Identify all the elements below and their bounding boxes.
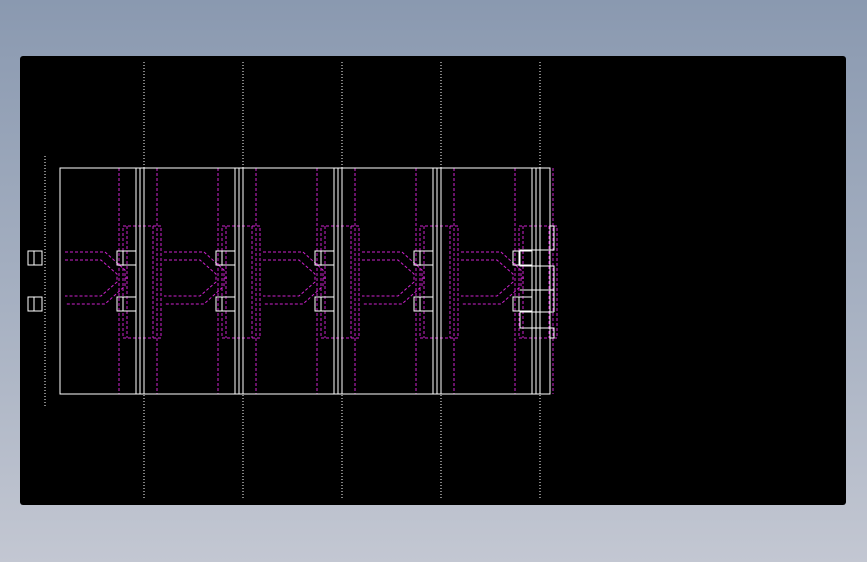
fork-channel-hidden	[362, 259, 415, 297]
fork-channel-hidden	[65, 259, 118, 297]
pin-boss	[215, 296, 236, 312]
fork-channel-hidden	[65, 251, 126, 305]
end-pin	[27, 296, 43, 312]
right-end-clamp	[519, 311, 555, 339]
drawing-canvas	[20, 56, 846, 505]
fork-channel-hidden	[263, 259, 316, 297]
assembly-outline	[59, 167, 551, 395]
end-pin	[27, 250, 43, 266]
pin-boss	[413, 250, 434, 266]
fork-channel-hidden	[263, 251, 324, 305]
fork-channel-hidden	[461, 259, 514, 297]
hidden-lines	[65, 168, 558, 394]
fork-channel-hidden	[461, 251, 522, 305]
right-end-clamp	[519, 225, 555, 290]
pin-boss	[116, 250, 137, 266]
pin-boss	[512, 296, 533, 312]
fork-channel-hidden	[164, 251, 225, 305]
pin-boss	[215, 250, 236, 266]
pin-boss	[512, 250, 533, 266]
pin-boss	[314, 296, 335, 312]
cad-drawing-viewport[interactable]	[20, 56, 846, 505]
fork-channel-hidden	[164, 259, 217, 297]
visible-outlines	[27, 167, 555, 395]
fork-channel-hidden	[362, 251, 423, 305]
pin-boss	[413, 296, 434, 312]
pin-boss	[314, 250, 335, 266]
pin-boss	[116, 296, 137, 312]
